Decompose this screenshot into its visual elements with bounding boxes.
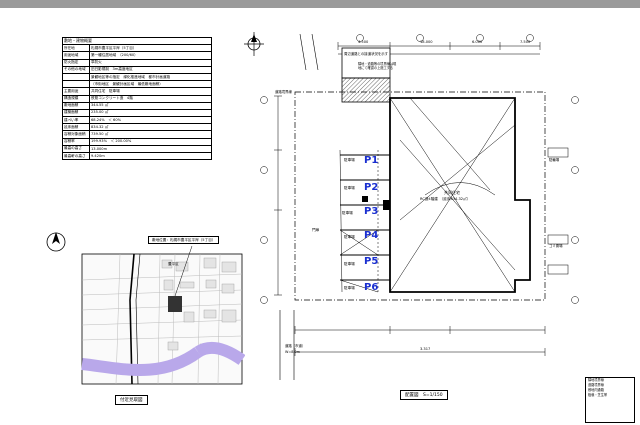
parking-space-p5: P5 — [364, 256, 379, 267]
parking-space-p4: P4 — [364, 230, 379, 241]
parking-space-p6: P6 — [364, 282, 379, 293]
row-label: 防火指定 — [62, 58, 90, 67]
legend-item: 隣地境界線 — [588, 378, 604, 382]
north-arrow-icon — [46, 232, 66, 252]
parking-space-p3: P3 — [364, 206, 379, 217]
table-title: 敷地・建物概要 — [62, 36, 212, 46]
legend-item: 植栽・芝生帯 — [588, 393, 608, 397]
row-value: 68.24% ＜ 60% — [89, 116, 212, 125]
row-label: 最高の高さ — [62, 144, 90, 154]
parking-space-p1: P1 — [364, 155, 379, 166]
row-label: 敷地面積 — [62, 101, 90, 110]
row-label: 用途地域 — [62, 51, 90, 60]
parking-area-label-3: 駐車場 — [342, 211, 353, 215]
row-label: 建ぺい率 — [62, 116, 90, 125]
table-row: 用途地域第一種住居地域 （200/60） — [62, 51, 212, 60]
row-value: 344.55 ㎡ — [89, 101, 212, 110]
site-plan-drawing — [260, 33, 579, 380]
location-map — [81, 245, 245, 385]
row-value: 834.32 ㎡ — [89, 123, 212, 132]
row-value: 199.93% ＜ 200.00% — [89, 137, 212, 146]
table-row: 主要用途共同住宅 駐車場 — [62, 87, 212, 96]
building-sub: RC造4階建 （延床834.32㎡） — [420, 197, 471, 201]
parking-area-label-2: 駐車場 — [344, 186, 355, 190]
row-value: 235.00 ㎡ — [89, 108, 212, 118]
row-value: 鉄筋コンクリート造 4階 — [89, 94, 212, 103]
row-label: 延床面積 — [62, 123, 90, 132]
bike-label: 駐輪場 — [549, 158, 560, 162]
note-box: 隣地・道路等の境界線は現地にて確認の上施工する — [358, 62, 397, 70]
row-value: （市街地区 景観計画区域 最低敷地面積） — [89, 80, 212, 89]
dim-label-3: 7.500 — [520, 40, 531, 44]
row-value: 旧日影規制 3m高度地区 — [89, 65, 212, 74]
road-width: W=8.0m — [285, 350, 300, 354]
table-row: （市街地区 景観計画区域 最低敷地面積） — [62, 80, 212, 89]
legend-item: 敷地内通路 — [588, 388, 604, 392]
row-value: 札幌市豊平区平岸（5丁目） — [89, 44, 212, 53]
table-row: 防火指定準防火 — [62, 58, 212, 67]
row-label: 主要用途 — [62, 87, 90, 96]
parking-area-label-1: 駐車場 — [344, 158, 355, 162]
row-value: 第一種住居地域 （200/60） — [89, 51, 212, 60]
site-info-table: 敷地・建物概要 所在地札幌市豊平区平岸（5丁目）用途地域第一種住居地域 （200… — [62, 36, 212, 161]
row-label: 建築面積 — [62, 108, 90, 118]
gate-label: 門扉 — [312, 228, 320, 232]
location-map-caption: 付近見取図 — [115, 395, 148, 405]
row-value: 9.420m — [89, 151, 212, 161]
top-toolbar-strip — [0, 0, 640, 8]
row-label: その他の地域 — [62, 65, 90, 74]
setback-label: 道路境界線 — [275, 90, 292, 94]
site-width-label: 18.000 — [420, 40, 433, 44]
site-plan-caption: 配置図 S=1/150 — [400, 390, 448, 400]
row-value: 739.50 ㎡ — [89, 130, 212, 139]
row-value: 景観地区等の指定 緑化推進地域 都市計画道路 — [89, 72, 212, 82]
street-label: 豊平区 — [168, 262, 179, 266]
building-label: 共同住宅 — [444, 190, 460, 195]
road-label: 道路（市道） — [285, 344, 306, 348]
parking-area-label-6: 駐車場 — [344, 286, 355, 290]
dim-label-4: 3.317 — [420, 347, 431, 351]
dim-label-2: 6.000 — [472, 40, 483, 44]
row-value: 準防火 — [89, 58, 212, 67]
table-row: 構造規模鉄筋コンクリート造 4階 — [62, 94, 212, 103]
compass-rose-icon — [244, 32, 264, 56]
row-label — [62, 80, 90, 89]
legend-box: 隣地境界線 道路境界線 敷地内通路 植栽・芝生帯 — [585, 377, 635, 423]
parking-area-label-5: 駐車場 — [344, 262, 355, 266]
table-row: 所在地札幌市豊平区平岸（5丁目） — [62, 44, 212, 53]
row-value: 共同住宅 駐車場 — [89, 87, 212, 96]
parking-space-p2: P2 — [364, 182, 379, 193]
parking-area-label-4: 駐車場 — [344, 235, 355, 239]
table-row: 景観地区等の指定 緑化推進地域 都市計画道路 — [62, 72, 212, 82]
top-note: 周辺道路との接道状況を示す — [344, 52, 389, 56]
trash-label: ゴミ置場 — [549, 244, 563, 248]
row-label: 容積率 — [62, 137, 90, 146]
row-value: 13.000m — [89, 144, 212, 154]
row-label: 容積対象面積 — [62, 130, 90, 139]
table-row: その他の地域旧日影規制 3m高度地区 — [62, 65, 212, 74]
row-label — [62, 72, 90, 82]
dim-label-1: 4.500 — [358, 40, 369, 44]
legend-item: 道路境界線 — [588, 383, 604, 387]
row-label: 構造規模 — [62, 94, 90, 103]
location-callout: 敷地位置：札幌市豊平区平岸（5丁目） — [148, 236, 220, 244]
row-label: 所在地 — [62, 44, 90, 53]
row-label: 最高軒の高さ — [62, 151, 90, 161]
